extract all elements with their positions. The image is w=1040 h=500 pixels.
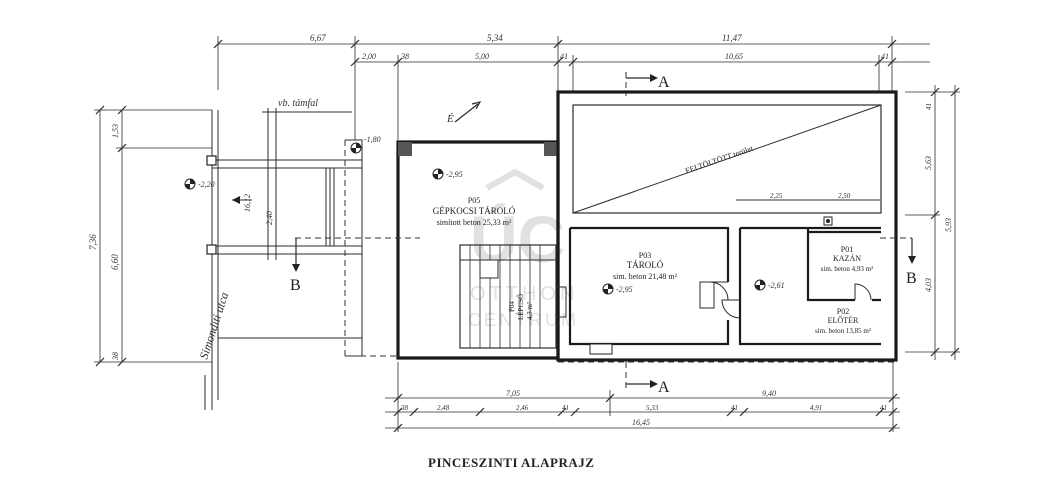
level-5-text: -2,20 — [198, 180, 215, 189]
room-p03: P03 TÁROLÓ sim. beton 21,48 m² — [613, 251, 678, 281]
room-p05: P05 GÉPKOCSI TÁROLÓ simított beton 25,33… — [433, 196, 516, 227]
retaining-wall-area: vb. támfal Simonditi utca 2,40 16,12 — [197, 98, 398, 410]
dim-top-7: 41 — [560, 52, 568, 61]
level-marker-4: -1,80 — [350, 135, 381, 154]
room-p05-code: P05 — [468, 196, 480, 205]
dim-bottom-4: 2,48 — [437, 404, 450, 412]
room-p02-code: P02 — [837, 307, 849, 316]
wall-note: vb. támfal — [278, 98, 318, 109]
building-walls: 2,25 2,50 — [396, 90, 898, 363]
dim-bottom-7: 5,33 — [646, 404, 659, 412]
left-dimension-chain: 7,36 6,60 1,53 38 — [88, 105, 212, 367]
dim-left-4: 38 — [111, 352, 120, 361]
section-markers: A A B B — [290, 72, 917, 396]
watermark-line2: CENTRUM — [468, 310, 579, 330]
room-p01-area: sim. beton 4,93 m² — [821, 265, 873, 273]
dim-right-2: 4,03 — [924, 278, 933, 292]
level-marker-5: -2,20 — [184, 178, 215, 190]
dim-top-2: 5,34 — [487, 33, 503, 43]
dim-left-3: 1,53 — [111, 124, 120, 138]
room-p05-name: GÉPKOCSI TÁROLÓ — [433, 206, 516, 216]
watermark: ÚC OTTHON CENTRUM — [468, 168, 579, 330]
room-p02-name: ELŐTÉR — [828, 315, 859, 325]
dim-right-4: 41 — [925, 103, 933, 110]
level-3-text: -2,61 — [768, 281, 785, 290]
dim-bottom-2: 9,40 — [762, 389, 776, 398]
dim-left-2: 6,60 — [110, 254, 120, 270]
dim-right-1: 5,63 — [924, 156, 933, 170]
dim-top-9: 41 — [881, 52, 889, 61]
dim-bottom-6: 41 — [562, 404, 569, 412]
dim-top-3: 11,47 — [722, 33, 742, 43]
level-1-text: -2,95 — [446, 170, 463, 179]
svg-text:2,25: 2,25 — [770, 192, 783, 200]
watermark-line1: OTTHON — [470, 283, 578, 305]
right-dimension-chain: 5,63 4,03 5,93 41 — [905, 85, 960, 360]
level-marker-3: -2,61 — [754, 279, 785, 291]
fill-note: FELTÖLTÖTT terület — [684, 144, 755, 176]
room-p01-name: KAZÁN — [833, 253, 861, 263]
svg-text:2,50: 2,50 — [838, 192, 851, 200]
section-b-right: B — [906, 270, 917, 287]
room-p02-area: sim. beton 13,85 m² — [815, 327, 871, 335]
section-b-left: B — [290, 277, 301, 294]
dim-right-3: 5,93 — [944, 218, 953, 232]
room-p01: P01 KAZÁN sim. beton 4,93 m² — [821, 245, 873, 273]
level-4-text: -1,80 — [364, 135, 381, 144]
dim-bottom-5: 2,46 — [516, 404, 529, 412]
room-p03-area: sim. beton 21,48 m² — [613, 272, 678, 281]
dim-bottom-8: 41 — [731, 404, 738, 412]
section-a-bottom: A — [658, 379, 670, 396]
dim-bottom-3: 38 — [400, 404, 409, 412]
dim-top-6: 5,00 — [475, 52, 489, 61]
room-p05-area: simított beton 25,33 m² — [437, 218, 512, 227]
dim-bottom-11: 16,45 — [632, 418, 650, 427]
room-p04-area: 4,3 m² — [526, 302, 534, 320]
room-p03-code: P03 — [639, 251, 651, 260]
dim-top-8: 10,65 — [725, 52, 743, 61]
dim-top-1: 6,67 — [310, 33, 326, 43]
dim-bottom-1: 7,05 — [506, 389, 520, 398]
level-marker-2: -2,95 — [602, 283, 633, 295]
svg-text:2,40: 2,40 — [265, 211, 274, 225]
drawing-title: PINCESZINTI ALAPRAJZ — [428, 455, 594, 470]
north-arrow-icon: É — [446, 101, 482, 125]
dim-bottom-9: 4,91 — [810, 404, 822, 412]
bottom-dimension-chain: 7,05 9,40 38 2,48 2,46 41 5,33 41 4,91 4… — [385, 362, 900, 433]
room-p02: P02 ELŐTÉR sim. beton 13,85 m² — [815, 307, 871, 335]
room-p04-name: LÉPCSŐ — [517, 294, 525, 320]
dim-top-4: 2,00 — [362, 52, 376, 61]
svg-text:16,12: 16,12 — [243, 194, 252, 212]
dim-left-1: 7,36 — [88, 234, 98, 250]
room-p01-code: P01 — [841, 245, 853, 254]
room-p03-name: TÁROLÓ — [627, 260, 664, 270]
level-2-text: -2,95 — [616, 285, 633, 294]
north-label: É — [446, 113, 454, 125]
room-p04: P04 LÉPCSŐ 4,3 m² — [508, 294, 534, 320]
street-name: Simonditi utca — [197, 290, 232, 361]
section-a-top: A — [658, 74, 670, 91]
level-marker-1: -2,95 — [432, 168, 463, 180]
dim-top-5: 38 — [400, 52, 409, 61]
top-dimension-chain: 6,67 5,34 11,47 2,00 38 5,00 41 10,65 41 — [213, 33, 930, 140]
dim-bottom-10: 41 — [880, 404, 887, 412]
room-p04-code: P04 — [508, 301, 516, 312]
